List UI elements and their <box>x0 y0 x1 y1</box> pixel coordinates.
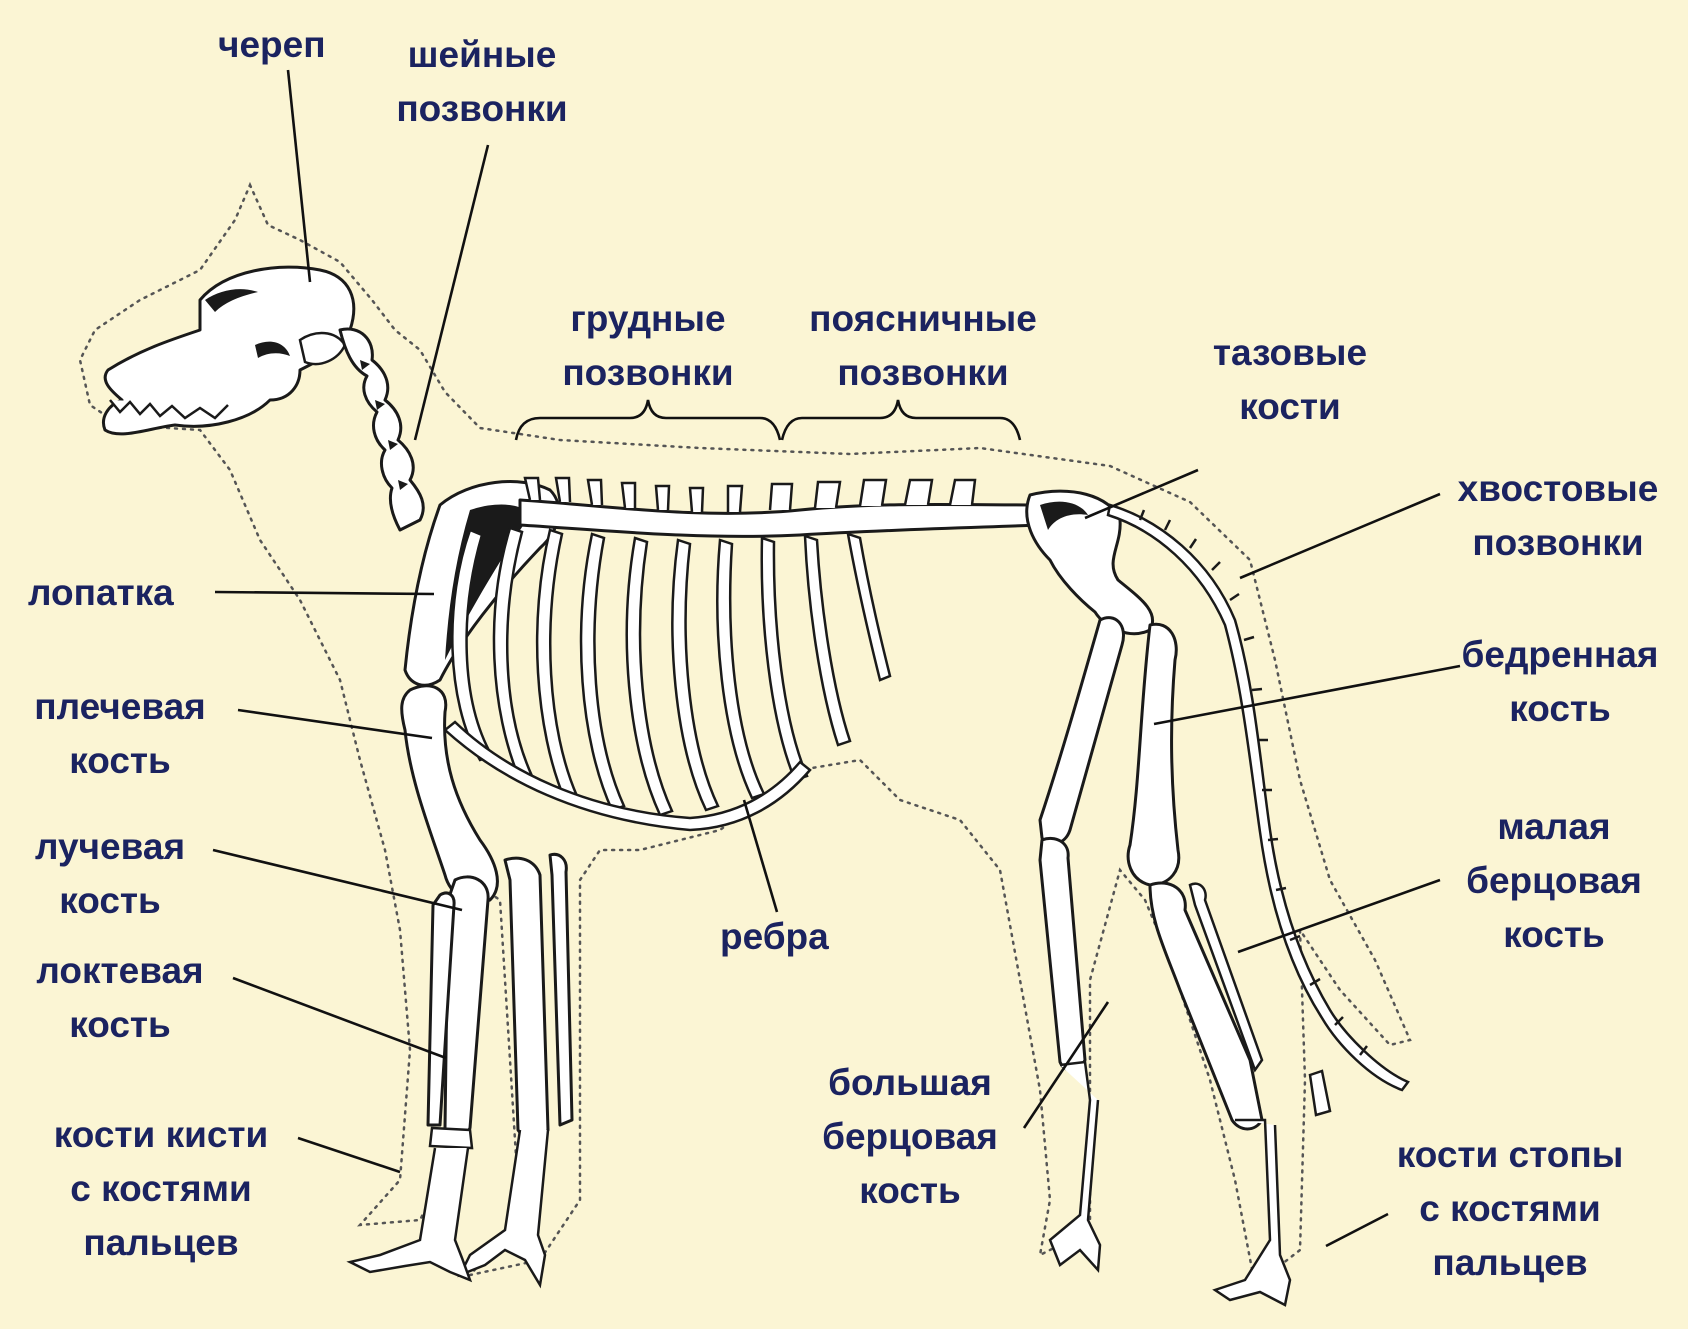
label-foot-line1: кости стопы <box>1370 1128 1650 1182</box>
label-tibia-line3: кость <box>800 1164 1020 1218</box>
label-foot-line3: пальцев <box>1370 1236 1650 1290</box>
label-ribs: ребра <box>720 910 829 964</box>
label-pelvic-line2: кости <box>1190 380 1390 434</box>
label-humerus-line2: кость <box>10 734 230 788</box>
label-radius: лучевая кость <box>10 820 210 928</box>
label-radius-line1: лучевая <box>10 820 210 874</box>
label-ulna: локтевая кость <box>10 944 230 1052</box>
label-femur: бедренная кость <box>1440 628 1680 736</box>
label-tibia-line1: большая <box>800 1056 1020 1110</box>
hindleg-far <box>1040 618 1123 1270</box>
label-femur-line2: кость <box>1440 682 1680 736</box>
label-caudal-line1: хвостовые <box>1438 462 1678 516</box>
label-cervical-vertebrae: шейные позвонки <box>372 28 592 136</box>
label-fibula: малая берцовая кость <box>1444 800 1664 962</box>
label-ulna-line1: локтевая <box>10 944 230 998</box>
label-pelvic-bones: тазовые кости <box>1190 326 1390 434</box>
label-lumbar-vertebrae: поясничные позвонки <box>778 292 1068 400</box>
label-tibia: большая берцовая кость <box>800 1056 1020 1218</box>
label-femur-line1: бедренная <box>1440 628 1680 682</box>
foreleg-near <box>350 877 488 1280</box>
label-fibula-line3: кость <box>1444 908 1664 962</box>
label-hand-line2: с костями <box>26 1162 296 1216</box>
label-scapula-text: лопатка <box>28 566 174 620</box>
ribs <box>445 528 890 830</box>
label-pelvic-line1: тазовые <box>1190 326 1390 380</box>
label-thoracic-line1: грудные <box>538 292 758 346</box>
thoracic-lumbar-spine <box>520 478 1042 536</box>
label-foot-line2: с костями <box>1370 1182 1650 1236</box>
label-skull-text: череп <box>218 18 326 72</box>
label-caudal-line2: позвонки <box>1438 516 1678 570</box>
lumbar-brace <box>782 400 1020 440</box>
label-caudal-vertebrae: хвостовые позвонки <box>1438 462 1678 570</box>
label-ulna-line2: кость <box>10 998 230 1052</box>
label-cervical-line2: позвонки <box>372 82 592 136</box>
label-fibula-line2: берцовая <box>1444 854 1664 908</box>
label-tibia-line2: берцовая <box>800 1110 1020 1164</box>
humerus <box>402 686 498 903</box>
label-thoracic-vertebrae: грудные позвонки <box>538 292 758 400</box>
label-radius-line2: кость <box>10 874 210 928</box>
label-humerus: плечевая кость <box>10 680 230 788</box>
label-hand-bones: кости кисти с костями пальцев <box>26 1108 296 1270</box>
label-lumbar-line1: поясничные <box>778 292 1068 346</box>
label-hand-line1: кости кисти <box>26 1108 296 1162</box>
label-skull: череп <box>218 18 326 72</box>
label-lumbar-line2: позвонки <box>778 346 1068 400</box>
label-humerus-line1: плечевая <box>10 680 230 734</box>
label-scapula: лопатка <box>28 566 174 620</box>
cervical-vertebrae <box>340 329 423 530</box>
label-foot-bones: кости стопы с костями пальцев <box>1370 1128 1650 1290</box>
label-ribs-text: ребра <box>720 910 829 964</box>
thoracic-brace <box>516 400 780 440</box>
pelvis <box>1027 491 1153 633</box>
label-thoracic-line2: позвонки <box>538 346 758 400</box>
skull <box>104 267 354 434</box>
label-fibula-line1: малая <box>1444 800 1664 854</box>
label-hand-line3: пальцев <box>26 1216 296 1270</box>
label-cervical-line1: шейные <box>372 28 592 82</box>
